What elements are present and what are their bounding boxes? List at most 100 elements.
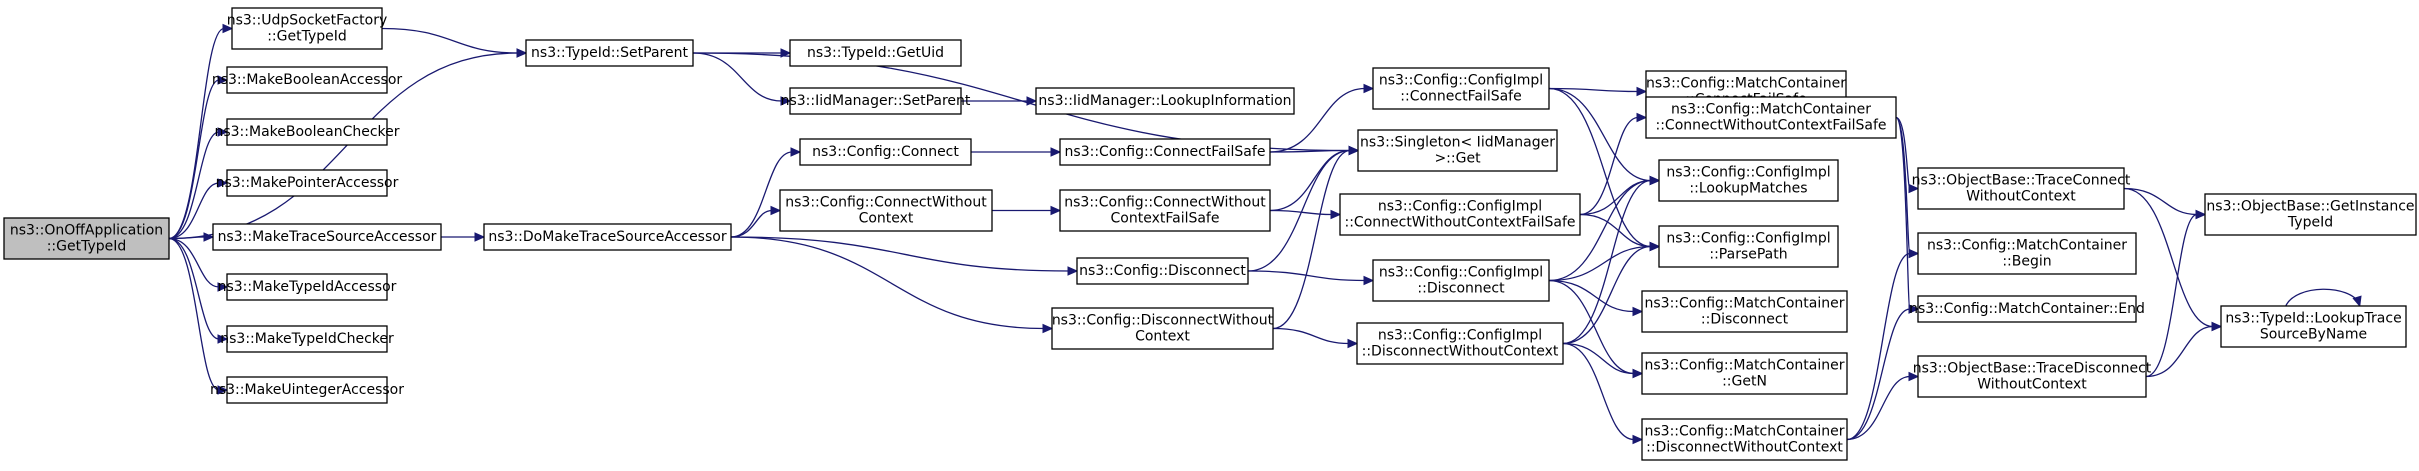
node-label-line: ns3::IidManager::LookupInformation bbox=[1038, 93, 1291, 109]
node-cdwc[interactable]: ns3::Config::DisconnectWithoutContext bbox=[1051, 307, 1274, 350]
node-cdisc[interactable]: ns3::Config::Disconnect bbox=[1076, 257, 1249, 285]
edge-arrowhead bbox=[217, 385, 229, 395]
node-box bbox=[1356, 322, 1564, 365]
node-mcbegin[interactable]: ns3::Config::MatchContainer::Begin bbox=[1917, 232, 2137, 275]
edge-cconnect-to-ccfs bbox=[970, 147, 1062, 157]
node-singleton[interactable]: ns3::Singleton< IidManager >::Get bbox=[1357, 129, 1558, 172]
node-cipp[interactable]: ns3::Config::ConfigImpl::ParsePath bbox=[1658, 225, 1839, 268]
edge-udp-to-setparent bbox=[381, 27, 528, 58]
node-label-line: ns3::Config::ConfigImpl bbox=[1379, 73, 1543, 89]
node-mbc[interactable]: ns3::MakeBooleanChecker bbox=[214, 118, 400, 146]
nodes-layer: ns3::OnOffApplication::GetTypeIdns3::Udp… bbox=[3, 7, 2417, 461]
node-cconnect[interactable]: ns3::Config::Connect bbox=[799, 138, 972, 166]
edge-line bbox=[381, 27, 519, 54]
edge-arrowhead bbox=[1067, 266, 1079, 276]
edge-arrowhead bbox=[222, 23, 234, 34]
edge-cidwc-to-cipp bbox=[1562, 241, 1661, 345]
node-label-line: ::ConnectWithoutContextFailSafe bbox=[1344, 215, 1575, 231]
node-label-line: ::ConnectWithoutContextFailSafe bbox=[1655, 118, 1886, 134]
edge-cdisc-to-cidisc bbox=[1247, 270, 1375, 286]
node-label-line: ns3::MakeBooleanChecker bbox=[214, 124, 399, 140]
node-label-line: ContextFailSafe bbox=[1111, 211, 1220, 227]
node-label-line: WithoutContext bbox=[1966, 189, 2076, 205]
edge-arrowhead bbox=[474, 232, 486, 242]
edge-line bbox=[168, 237, 220, 391]
node-box bbox=[525, 39, 694, 67]
edge-arrowhead bbox=[1649, 175, 1661, 186]
node-label-line: ns3::Config::Disconnect bbox=[1079, 263, 1246, 279]
node-udp[interactable]: ns3::UdpSocketFactory::GetTypeId bbox=[227, 7, 388, 50]
node-mcgetn[interactable]: ns3::Config::MatchContainer::GetN bbox=[1641, 352, 1848, 395]
edge-line bbox=[1562, 342, 1635, 441]
node-setparent[interactable]: ns3::TypeId::SetParent bbox=[525, 39, 694, 67]
node-box bbox=[1641, 290, 1848, 333]
node-dmtsa[interactable]: ns3::DoMakeTraceSourceAccessor bbox=[483, 223, 732, 251]
node-cicfs[interactable]: ns3::Config::ConfigImpl::ConnectFailSafe bbox=[1372, 67, 1550, 110]
edge-arrowhead bbox=[1908, 183, 1920, 194]
edge-line bbox=[1247, 270, 1366, 282]
node-mccwcfs[interactable]: ns3::Config::MatchContainer::ConnectWith… bbox=[1645, 96, 1897, 139]
edge-arrowhead bbox=[1347, 338, 1359, 349]
edge-mcdwc-to-obtdwc bbox=[1846, 371, 1920, 441]
edge-ccwc-to-ccwcfs bbox=[991, 205, 1062, 216]
edge-arrowhead bbox=[1348, 145, 1360, 156]
edge-line bbox=[1548, 87, 1639, 93]
node-cilm[interactable]: ns3::Config::ConfigImpl::LookupMatches bbox=[1658, 159, 1839, 202]
node-cidwc[interactable]: ns3::Config::ConfigImpl::DisconnectWitho… bbox=[1356, 322, 1564, 365]
node-mcdwc[interactable]: ns3::Config::MatchContainer::DisconnectW… bbox=[1641, 418, 1848, 461]
edges-layer bbox=[168, 23, 2362, 445]
node-ccwc[interactable]: ns3::Config::ConnectWithoutContext bbox=[779, 189, 993, 232]
node-label-line: ns3::TypeId::SetParent bbox=[531, 45, 688, 61]
edge-line bbox=[2123, 187, 2198, 216]
edge-tilts-to-tilts bbox=[2285, 288, 2362, 308]
edge-arrowhead bbox=[1636, 112, 1648, 123]
edge-line bbox=[1846, 308, 1911, 441]
edge-root-to-mbc bbox=[168, 127, 229, 240]
node-root[interactable]: ns3::OnOffApplication::GetTypeId bbox=[3, 217, 170, 260]
edge-arrowhead bbox=[1026, 96, 1038, 106]
node-label-line: ns3::OnOffApplication bbox=[10, 223, 163, 239]
node-mcend[interactable]: ns3::Config::MatchContainer::End bbox=[1909, 295, 2145, 323]
node-label-line: ns3::ObjectBase::GetInstance bbox=[2206, 199, 2414, 215]
node-label-line: ns3::Config::ConfigImpl bbox=[1666, 165, 1830, 181]
node-label-line: ::GetTypeId bbox=[267, 29, 347, 45]
node-mtia[interactable]: ns3::MakeTypeIdAccessor bbox=[218, 273, 397, 301]
edge-root-to-mtic bbox=[168, 237, 229, 344]
node-label-line: ::ConnectFailSafe bbox=[1400, 89, 1521, 105]
node-label-line: ns3::MakeTraceSourceAccessor bbox=[218, 229, 437, 245]
node-ccwcfs[interactable]: ns3::Config::ConnectWithoutContextFailSa… bbox=[1059, 189, 1271, 232]
edge-line bbox=[168, 131, 220, 240]
node-obtdwc[interactable]: ns3::ObjectBase::TraceDisconnectWithoutC… bbox=[1913, 355, 2152, 398]
node-label-line: ns3::Config::MatchContainer bbox=[1927, 238, 2127, 254]
node-mpa[interactable]: ns3::MakePointerAccessor bbox=[216, 169, 399, 197]
node-obtcwc[interactable]: ns3::ObjectBase::TraceConnectWithoutCont… bbox=[1912, 167, 2131, 210]
node-ccfs[interactable]: ns3::Config::ConnectFailSafe bbox=[1059, 138, 1271, 166]
node-cidisc[interactable]: ns3::Config::ConfigImpl::Disconnect bbox=[1372, 259, 1550, 302]
node-label-line: ::DisconnectWithoutContext bbox=[1362, 344, 1559, 360]
node-mba[interactable]: ns3::MakeBooleanAccessor bbox=[212, 66, 403, 94]
node-mtic[interactable]: ns3::MakeTypeIdChecker bbox=[220, 325, 394, 353]
edge-arrowhead bbox=[2352, 295, 2362, 308]
node-label-line: ns3::UdpSocketFactory bbox=[227, 13, 388, 29]
node-mua[interactable]: ns3::MakeUintegerAccessor bbox=[210, 376, 404, 404]
edge-obtdwc-to-obgit bbox=[2145, 209, 2207, 378]
node-label-line: ns3::DoMakeTraceSourceAccessor bbox=[488, 229, 726, 245]
node-getuid[interactable]: ns3::TypeId::GetUid bbox=[789, 39, 962, 67]
edge-arrowhead bbox=[1908, 304, 1920, 314]
node-label-line: ns3::Config::ConnectWithout bbox=[785, 195, 987, 211]
edge-arrowhead bbox=[780, 96, 792, 106]
node-mtsa[interactable]: ns3::MakeTraceSourceAccessor bbox=[212, 223, 442, 251]
edge-line bbox=[168, 237, 220, 340]
node-iidset[interactable]: ns3::IidManager::SetParent bbox=[781, 87, 971, 115]
node-iidlookup[interactable]: ns3::IidManager::LookupInformation bbox=[1035, 87, 1295, 115]
node-mcdisc[interactable]: ns3::Config::MatchContainer::Disconnect bbox=[1641, 290, 1848, 333]
node-label-line: ns3::MakeTypeIdAccessor bbox=[218, 279, 397, 295]
node-cicwcfs[interactable]: ns3::Config::ConfigImpl::ConnectWithoutC… bbox=[1339, 193, 1581, 236]
node-box bbox=[226, 273, 388, 301]
edge-mcdwc-to-mcend bbox=[1846, 304, 1920, 441]
node-label-line: ::Disconnect bbox=[1417, 281, 1505, 297]
edge-line bbox=[1269, 149, 1351, 153]
edge-line bbox=[1562, 179, 1652, 345]
